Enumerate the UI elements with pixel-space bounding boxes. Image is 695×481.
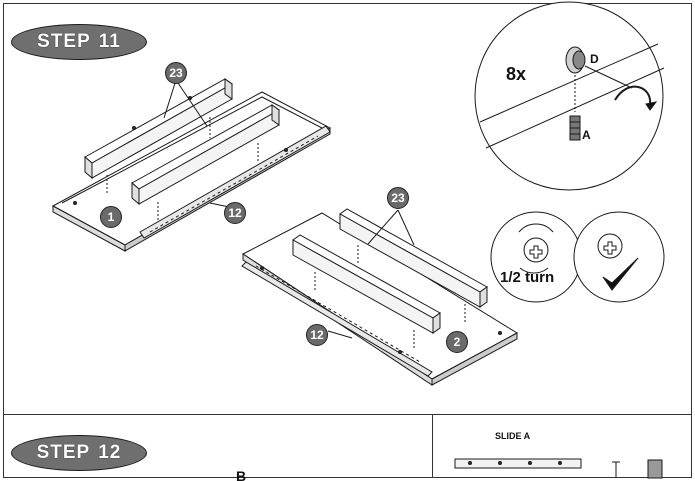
detail-circle <box>474 1 664 191</box>
checkmark-icon <box>602 257 639 291</box>
dowel-part <box>647 459 663 479</box>
half-turn-label: 1/2 turn <box>500 269 555 286</box>
right-assembly <box>241 208 518 386</box>
cam-lock-detail <box>474 1 665 191</box>
step-11-word: STEP <box>37 31 91 52</box>
step-12-part-label: B <box>236 468 247 481</box>
page-border <box>3 3 692 478</box>
step-12-word: STEP <box>36 442 91 463</box>
slide-a-part <box>454 458 582 469</box>
callout-panel-2: 2 <box>446 331 468 353</box>
check-circle <box>573 211 665 303</box>
quantity-label: 8x <box>506 64 527 84</box>
cam-label-d: D <box>590 52 599 66</box>
check-diagram <box>573 211 665 303</box>
step-12-badge: STEP 12 <box>11 435 147 471</box>
parts-box-title: SLIDE A <box>495 431 531 441</box>
left-assembly <box>51 78 332 252</box>
callout-23-left: 23 <box>165 62 187 84</box>
callout-12-left: 12 <box>224 202 246 224</box>
slide-12-right <box>241 261 433 377</box>
dowel-label-a: A <box>582 128 591 142</box>
callout-12-right: 12 <box>306 324 328 346</box>
callout-23-right: 23 <box>387 187 409 209</box>
step-11-badge: STEP 11 <box>11 24 147 60</box>
step-11-number: 11 <box>98 31 121 52</box>
callout-panel-1: 1 <box>100 206 122 228</box>
half-turn-diagram <box>490 211 582 303</box>
step-12-number: 12 <box>98 442 122 463</box>
slide-parts <box>454 458 663 479</box>
